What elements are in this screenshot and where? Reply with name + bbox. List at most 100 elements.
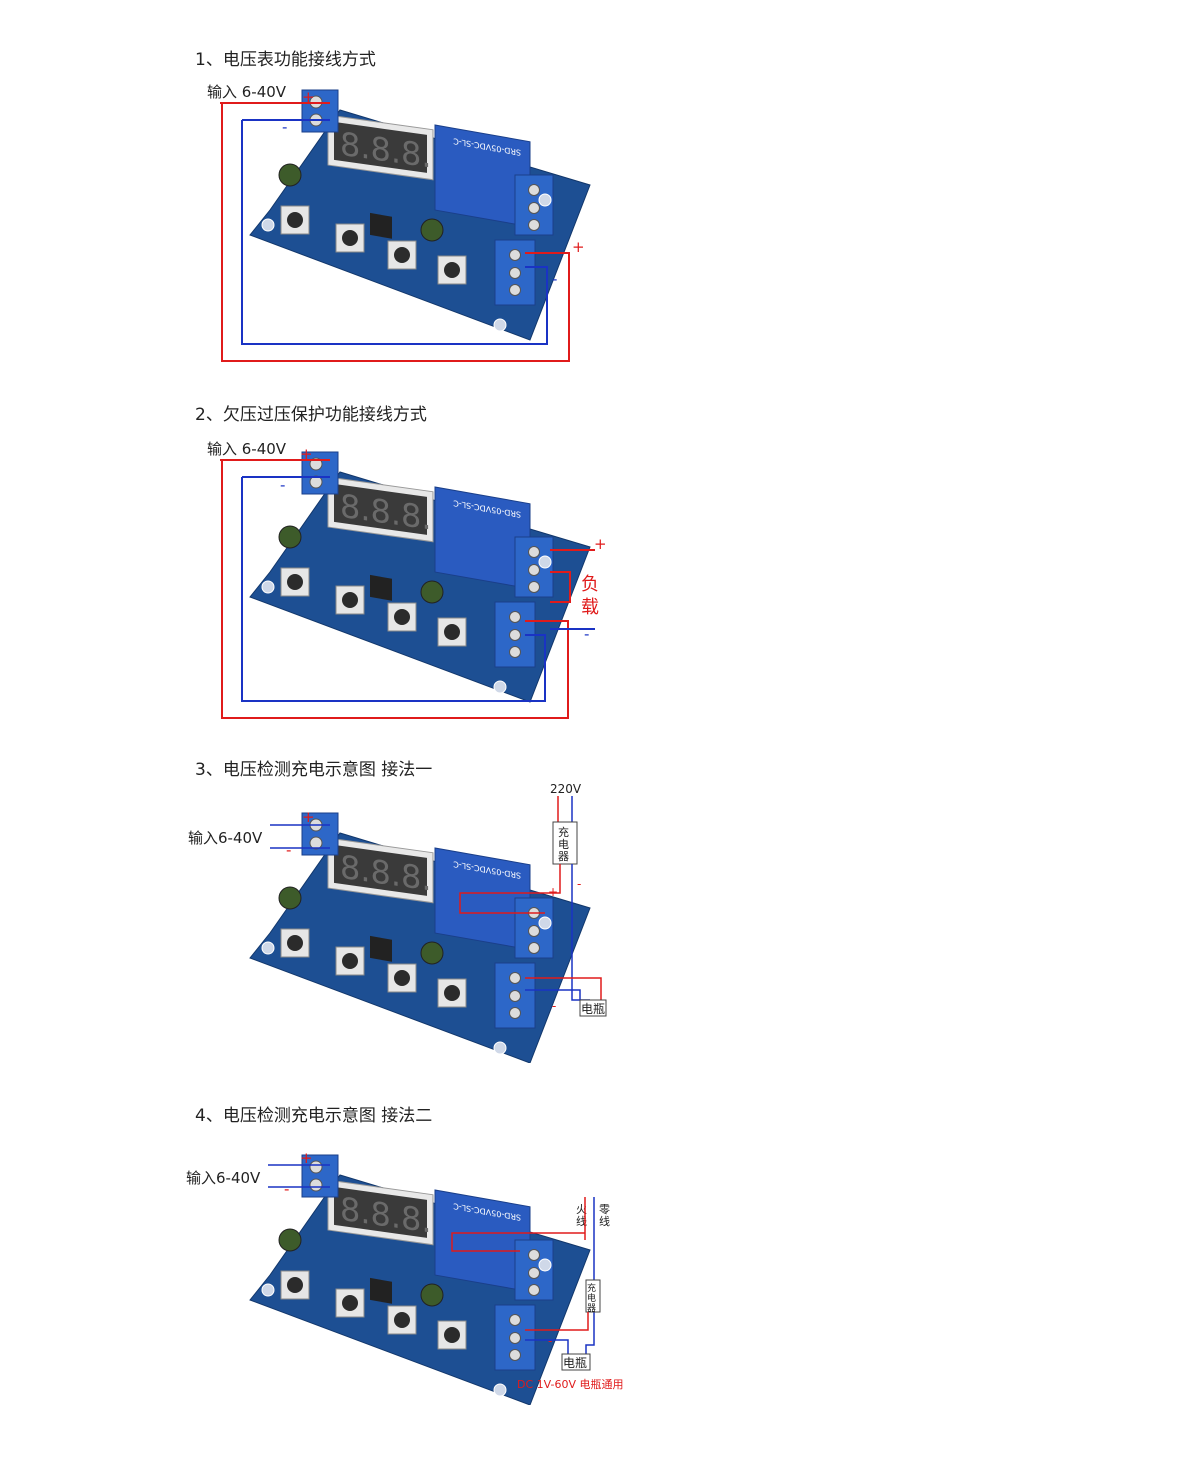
- minus-sign: -: [282, 118, 287, 136]
- screw-terminal: [528, 219, 540, 231]
- screw-terminal: [509, 1349, 521, 1361]
- tactile-button-cap: [394, 247, 410, 263]
- relay-module-board: 8.8.8.SRD-05VDC-SL-C: [249, 1154, 591, 1405]
- capacitor: [420, 1283, 444, 1307]
- wiring-diagram-1: 8.8.8.SRD-05VDC-SL-C 输入 6-40V + - + -: [207, 83, 591, 362]
- screw-terminal: [309, 1178, 323, 1192]
- screw-terminal: [509, 990, 521, 1002]
- screw-terminal: [509, 284, 521, 296]
- charger-box: [585, 1279, 601, 1313]
- tactile-button-cap: [287, 935, 303, 951]
- mounting-hole: [538, 1258, 552, 1272]
- screw-terminal: [528, 1267, 540, 1279]
- tactile-button-base: [437, 978, 467, 1008]
- live-wire-label-2: 线: [576, 1214, 587, 1228]
- battery-compat-note: DC 1V-60V 电瓶通用: [517, 1377, 624, 1391]
- tactile-button-cap: [287, 574, 303, 590]
- minus-sign: -: [286, 841, 291, 859]
- tactile-button-cap: [444, 262, 460, 278]
- capacitor: [278, 525, 302, 549]
- screw-terminal: [528, 184, 540, 196]
- screw-terminal: [528, 1284, 540, 1296]
- ic-chip: [370, 212, 392, 239]
- mounting-hole: [261, 218, 275, 232]
- plus-sign: +: [300, 1149, 313, 1167]
- screw-terminal: [509, 646, 521, 658]
- tactile-button-cap: [444, 985, 460, 1001]
- mounting-hole: [538, 193, 552, 207]
- battery-label: 电瓶: [563, 1356, 587, 1370]
- tactile-button-cap: [394, 609, 410, 625]
- screw-terminal: [509, 267, 521, 279]
- red-wire: [221, 103, 570, 362]
- tactile-button-cap: [342, 953, 358, 969]
- screw-terminal: [509, 1007, 521, 1019]
- relay: SRD-05VDC-SL-C: [434, 124, 531, 228]
- ac-source-label: 220V: [550, 782, 582, 796]
- charger-red-wire: [459, 864, 561, 914]
- load-minus-sign: -: [584, 625, 589, 643]
- capacitor: [420, 941, 444, 965]
- load-plus-sign: +: [594, 535, 607, 553]
- minus-sign: -: [284, 1180, 289, 1198]
- capacitor: [420, 218, 444, 242]
- wiring-diagram-4: 8.8.8.SRD-05VDC-SL-C 输入6-40V + - 火 线 零 线…: [186, 1149, 624, 1405]
- neutral-wire-label-1: 零: [599, 1203, 610, 1216]
- mounting-hole: [538, 555, 552, 569]
- screw-terminal: [509, 249, 521, 261]
- input-voltage-label: 输入 6-40V: [207, 440, 287, 458]
- plus-sign: +: [300, 445, 313, 463]
- screw-terminal: [528, 925, 540, 937]
- capacitor: [420, 580, 444, 604]
- live-wire-label-1: 火: [576, 1203, 587, 1216]
- mounting-hole: [493, 318, 507, 332]
- screw-terminal: [528, 564, 540, 576]
- section-4-title: 4、电压检测充电示意图 接法二: [195, 1106, 433, 1126]
- tactile-button-cap: [287, 212, 303, 228]
- screw-terminal: [509, 629, 521, 641]
- wiring-diagram-2: 8.8.8.SRD-05VDC-SL-C 输入 6-40V + - + - 负 …: [207, 440, 607, 719]
- charger-label-1: 充: [558, 825, 569, 839]
- relay-module-board: 8.8.8.SRD-05VDC-SL-C: [249, 89, 591, 341]
- load-label-bottom: 载: [581, 597, 599, 618]
- neutral-wire-label-2: 线: [599, 1214, 610, 1228]
- battery-box: [561, 1353, 591, 1371]
- screw-terminal: [528, 1249, 540, 1261]
- tactile-button-cap: [394, 970, 410, 986]
- tactile-button-base: [280, 1270, 310, 1300]
- mounting-hole: [261, 941, 275, 955]
- seven-segment-display: 8.8.8.: [327, 837, 434, 904]
- relay: SRD-05VDC-SL-C: [434, 1189, 531, 1293]
- screw-terminal: [309, 1160, 323, 1174]
- live-to-relay-wire: [451, 1232, 585, 1252]
- plus-sign: +: [302, 88, 315, 106]
- charger-label-3: 器: [558, 850, 569, 863]
- screw-terminal: [528, 942, 540, 954]
- tactile-button-cap: [342, 230, 358, 246]
- relay: SRD-05VDC-SL-C: [434, 847, 531, 951]
- input-voltage-label: 输入 6-40V: [207, 83, 287, 101]
- mounting-hole: [261, 580, 275, 594]
- load-label-top: 负: [581, 574, 599, 595]
- mounting-hole: [261, 1283, 275, 1297]
- neutral-to-battery-wire: [585, 1335, 595, 1354]
- section-2-title: 2、欠压过压保护功能接线方式: [195, 405, 427, 425]
- wiring-diagram-3: 8.8.8.SRD-05VDC-SL-C 输入6-40V + - 220V 充 …: [188, 782, 607, 1063]
- mounting-hole: [538, 916, 552, 930]
- blue-wire: [241, 477, 546, 702]
- battery-red-wire: [525, 977, 602, 1000]
- plus-sign: +: [302, 808, 315, 826]
- screw-terminal: [309, 836, 323, 850]
- ic-chip: [370, 1277, 392, 1304]
- capacitor: [278, 886, 302, 910]
- charger-red-wire: [525, 1312, 589, 1331]
- ic-chip: [370, 935, 392, 962]
- display-window: [334, 483, 427, 535]
- capacitor: [278, 1228, 302, 1252]
- load-red-wire: [550, 571, 571, 603]
- input-voltage-label: 输入6-40V: [186, 1169, 261, 1187]
- ic-chip: [370, 574, 392, 601]
- screw-terminal: [509, 1332, 521, 1344]
- relay-module-board: 8.8.8.SRD-05VDC-SL-C: [249, 812, 591, 1063]
- relay-module-board: 8.8.8.SRD-05VDC-SL-C: [249, 451, 591, 703]
